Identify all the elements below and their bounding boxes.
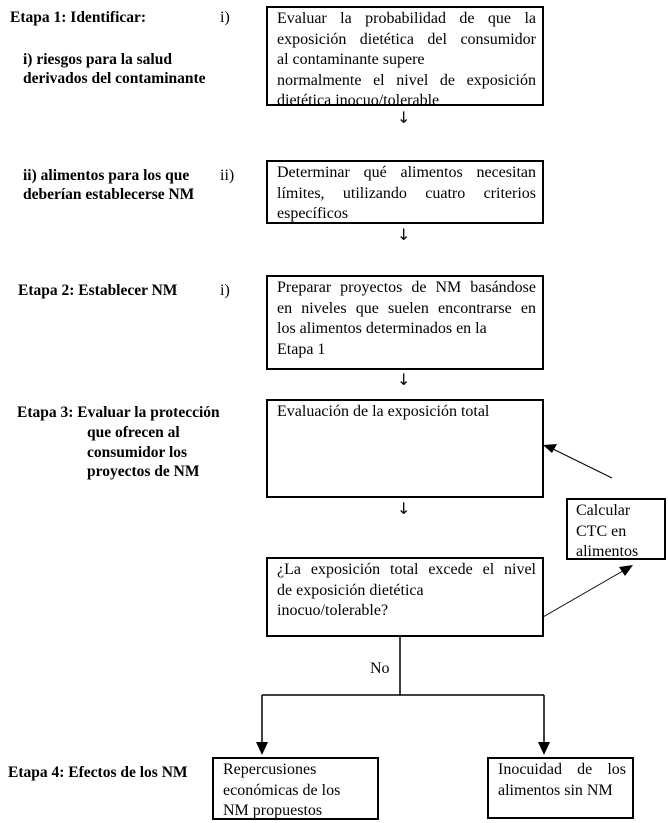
step1-sub-ii-line1: ii) alimentos para los que: [23, 167, 190, 184]
loop-arrow-to-evaluacion: [552, 448, 613, 479]
box-line: alimentos sin NM: [498, 781, 613, 799]
loop-arrow-to-calcular: [542, 567, 629, 618]
step3-line4: proyectos de NM: [87, 463, 200, 480]
box-economic-repercussions: Repercusiones económicas de los NM propu…: [212, 757, 379, 820]
step4-title: Etapa 4: Efectos de los NM: [8, 764, 188, 781]
down-arrow-2: ↓: [397, 225, 411, 244]
branch-left-arrowhead: [256, 742, 268, 755]
box-line: NM propuestos: [223, 802, 323, 819]
box-line: exposición dietética del consumidor: [277, 30, 536, 48]
box-line: al contaminante supere: [277, 51, 425, 68]
box-line: inocuo/tolerable?: [277, 602, 389, 619]
box-line: económicas de los: [223, 781, 341, 799]
branch-right-arrowhead: [538, 742, 550, 755]
marker-i-step2: i): [220, 282, 230, 299]
no-label: No: [370, 660, 390, 677]
box-total-exposure-evaluation: Evaluación de la exposición total: [266, 399, 544, 498]
box-line: específicos: [277, 205, 349, 222]
step3-line3: consumidor los: [87, 444, 188, 461]
step1-sub-i-line2: derivados del contaminante: [23, 70, 206, 87]
box-line: dietética inocuo/tolerable: [277, 92, 440, 109]
box-line: Evaluar la probabilidad de que la: [277, 10, 536, 27]
box-calculate-ctc: Calcular CTC en alimentos: [566, 498, 666, 560]
box-line: ¿La exposición total excede el nivel: [277, 561, 536, 578]
box-line: en niveles que suelen encontrarse en: [277, 299, 536, 317]
box-line: Repercusiones: [223, 761, 317, 778]
box-line: Determinar qué alimentos necesitan: [277, 164, 536, 181]
step3-line2: que ofrecen al: [87, 424, 180, 441]
box-exposure-exceeds-question: ¿La exposición total excede el nivel de …: [266, 557, 544, 637]
down-arrow-4: ↓: [397, 499, 411, 518]
box-determine-foods: Determinar qué alimentos necesitan límit…: [266, 160, 544, 224]
box-line: Inocuidad de los: [498, 761, 626, 778]
box-line: límites, utilizando cuatro criterios: [277, 184, 536, 202]
box-line: Etapa 1: [277, 340, 326, 358]
box-line: Evaluación de la exposición total: [277, 403, 490, 420]
loop-arrowhead-evaluacion: [543, 444, 557, 453]
box-prepare-draft-ml: Preparar proyectos de NM basándose en ni…: [266, 275, 544, 370]
step2-title: Etapa 2: Establecer NM: [18, 282, 178, 299]
step1-sub-i-line1: i) riesgos para la salud: [23, 51, 172, 68]
box-food-safety-without-ml: Inocuidad de los alimentos sin NM: [487, 757, 634, 819]
down-arrow-1: ↓: [397, 108, 411, 127]
box-line: normalmente el nivel de exposición: [277, 71, 536, 89]
box-line: los alimentos determinados en la: [277, 320, 487, 337]
marker-ii-step1: ii): [220, 167, 235, 184]
step1-sub-ii-line2: deberían establecerse NM: [23, 186, 195, 203]
step3-line1: Etapa 3: Evaluar la protección: [17, 404, 220, 421]
box-line: alimentos: [576, 543, 639, 560]
box-line: CTC en: [576, 522, 627, 540]
box-line: de exposición dietética: [277, 581, 424, 599]
step1-title: Etapa 1: Identificar:: [10, 9, 147, 26]
box-line: Preparar proyectos de NM basándose: [277, 279, 536, 296]
box-evaluate-probability: Evaluar la probabilidad de que la exposi…: [266, 6, 544, 109]
loop-arrowhead-calcular: [619, 565, 633, 576]
down-arrow-3: ↓: [397, 370, 411, 389]
marker-i-step1: i): [220, 9, 230, 26]
box-line: Calcular: [576, 502, 631, 519]
